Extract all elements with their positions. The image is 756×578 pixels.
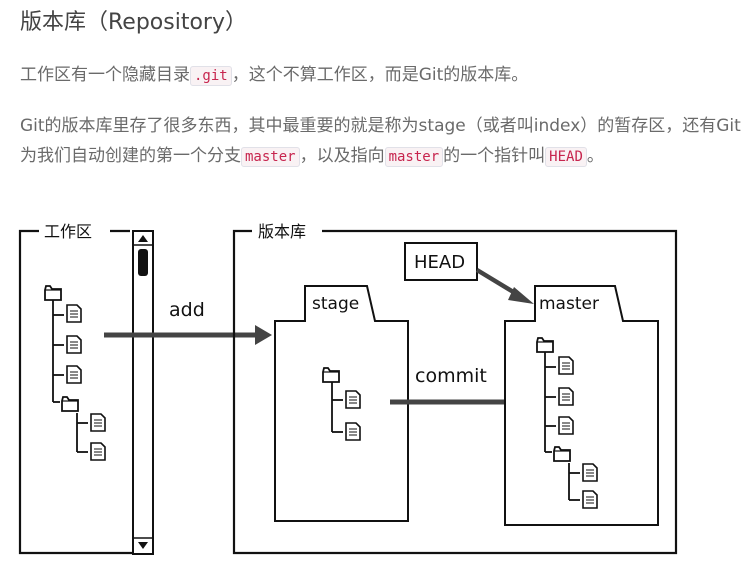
- file-icon: [345, 422, 361, 441]
- workspace-label: 工作区: [44, 222, 92, 241]
- p1-text-after: ，这个不算工作区，而是Git的版本库。: [231, 65, 529, 85]
- workspace-box: 工作区: [18, 222, 140, 555]
- p2-text-3: 的一个指针叫: [443, 146, 546, 166]
- master-code: master: [241, 147, 300, 167]
- file-icon: [90, 442, 106, 461]
- p2-text-4: 。: [586, 146, 604, 166]
- file-icon: [558, 356, 574, 375]
- file-icon: [345, 390, 361, 409]
- section-heading: 版本库（Repository）: [20, 10, 247, 35]
- commit-label: commit: [415, 365, 487, 387]
- stage-label: stage: [312, 294, 359, 314]
- master-branch: master: [504, 285, 659, 526]
- file-icon: [582, 490, 598, 509]
- master-label: master: [539, 294, 599, 314]
- file-icon: [66, 335, 82, 354]
- folder-icon: [44, 285, 62, 301]
- git-structure-diagram: 工作区 add 版本库 stage: [18, 222, 678, 555]
- file-icon: [582, 463, 598, 482]
- paragraph-repository: Git的版本库里存了很多东西，其中最重要的就是称为stage（或者叫index）…: [20, 111, 750, 172]
- folder-icon: [322, 367, 340, 383]
- add-label: add: [169, 299, 205, 321]
- p2-text-2: ，以及指向: [299, 146, 385, 166]
- file-icon: [558, 416, 574, 435]
- repository-box: 版本库: [232, 222, 678, 555]
- head-code: HEAD: [545, 147, 587, 167]
- workspace-file-tree: [52, 299, 88, 453]
- folder-icon: [61, 396, 79, 412]
- scroll-thumb[interactable]: [138, 249, 148, 276]
- file-icon: [90, 413, 106, 432]
- repository-label: 版本库: [258, 222, 306, 241]
- git-dir-code: .git: [190, 66, 232, 86]
- scroll-down-arrow-icon[interactable]: [138, 542, 148, 549]
- master-code-2: master: [384, 147, 444, 167]
- p1-text-before: 工作区有一个隐藏目录: [20, 65, 190, 85]
- stage-area: stage: [274, 285, 409, 522]
- p2-text-1: Git的版本库里存了很多东西，其中最重要的就是称为stage（或者叫index）…: [20, 116, 741, 166]
- workspace-scrollbar[interactable]: [132, 230, 154, 555]
- folder-icon: [536, 337, 554, 353]
- head-label: HEAD: [414, 252, 465, 273]
- file-icon: [558, 387, 574, 406]
- file-icon: [66, 365, 82, 384]
- paragraph-working-dir: 工作区有一个隐藏目录.git，这个不算工作区，而是Git的版本库。: [20, 60, 750, 91]
- file-icon: [66, 304, 82, 323]
- head-pointer: HEAD: [404, 242, 534, 304]
- scroll-up-arrow-icon[interactable]: [138, 235, 148, 242]
- add-arrow: add: [104, 299, 272, 345]
- folder-icon: [553, 446, 571, 462]
